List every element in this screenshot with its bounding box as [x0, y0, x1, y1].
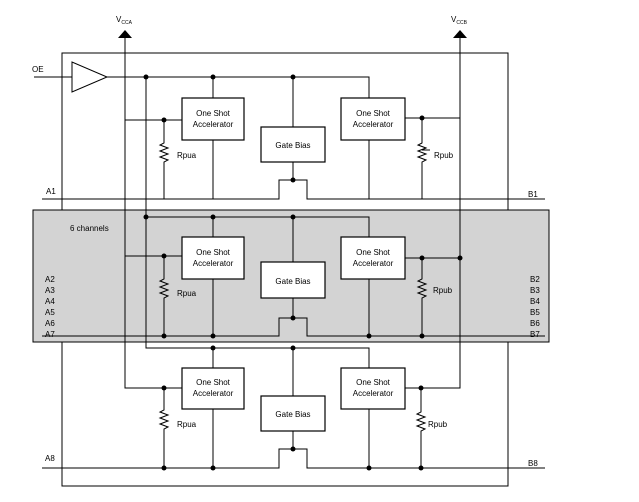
svg-text:Gate Bias: Gate Bias [275, 141, 310, 150]
svg-text:One Shot: One Shot [196, 248, 231, 257]
vccb-arrow-icon [453, 30, 467, 38]
junction-dots [143, 74, 463, 471]
port-a8: A8 [45, 454, 55, 463]
svg-text:One Shot: One Shot [196, 109, 231, 118]
oe-buffer-icon [71, 61, 109, 93]
svg-text:One Shot: One Shot [356, 109, 391, 118]
port-b6: B6 [530, 319, 540, 328]
svg-text:Rpua: Rpua [177, 151, 197, 160]
port-a3: A3 [45, 286, 55, 295]
port-b1: B1 [528, 190, 538, 199]
vccb-label: VCCB [451, 15, 468, 26]
svg-text:One Shot: One Shot [356, 248, 391, 257]
vcca-supply: VCCA [116, 15, 133, 38]
svg-text:One Shot: One Shot [196, 378, 231, 387]
six-channel-band [32, 209, 550, 343]
svg-text:Rpub: Rpub [434, 151, 454, 160]
channel1-signal-line [42, 179, 545, 200]
rpub-resistor-ch8 [415, 388, 427, 468]
one-shot-accelerator-b-ch8 [340, 367, 406, 410]
oe-bus [107, 76, 370, 98]
port-a5: A5 [45, 308, 55, 317]
rpua-resistor-ch2-7 [158, 256, 170, 336]
channels-label: 6 channels [70, 224, 109, 233]
port-b7: B7 [530, 330, 540, 339]
gate-bias-ch8 [260, 395, 326, 432]
port-a6: A6 [45, 319, 55, 328]
port-b5: B5 [530, 308, 540, 317]
rpua-resistor-ch8 [158, 388, 170, 468]
svg-text:Accelerator: Accelerator [193, 120, 234, 129]
oe-vertical-bus [145, 77, 370, 400]
port-a7: A7 [45, 330, 55, 339]
svg-text:One Shot: One Shot [356, 378, 391, 387]
rpub-resistor-ch1 [416, 118, 430, 199]
vcca-arrow-icon [118, 30, 132, 38]
svg-text:Rpua: Rpua [177, 420, 197, 429]
one-shot-accelerator-a-ch1 [181, 97, 245, 141]
one-shot-accelerator-a-ch2-7 [181, 236, 245, 280]
vccb-supply: VCCB [451, 15, 468, 38]
rpub-resistor-ch2-7 [416, 258, 428, 336]
one-shot-accelerator-b-ch1 [340, 97, 406, 141]
port-b8: B8 [528, 459, 538, 468]
port-b3: B3 [530, 286, 540, 295]
svg-text:Rpua: Rpua [177, 289, 197, 298]
port-b2: B2 [530, 275, 540, 284]
one-shot-accelerator-a-ch8 [181, 367, 245, 410]
channel8-signal-line [42, 448, 545, 469]
oe-label: OE [32, 65, 44, 74]
one-shot-accelerator-b-ch2-7 [340, 236, 406, 280]
svg-text:Accelerator: Accelerator [353, 120, 394, 129]
svg-text:Accelerator: Accelerator [353, 389, 394, 398]
port-a4: A4 [45, 297, 55, 306]
gate-bias-ch1 [260, 126, 326, 163]
vcca-label: VCCA [116, 15, 133, 26]
port-a1: A1 [46, 187, 56, 196]
port-a2: A2 [45, 275, 55, 284]
svg-text:Rpub: Rpub [433, 286, 453, 295]
svg-text:Gate Bias: Gate Bias [275, 277, 310, 286]
svg-text:Accelerator: Accelerator [353, 259, 394, 268]
svg-text:Accelerator: Accelerator [193, 389, 234, 398]
svg-text:Accelerator: Accelerator [193, 259, 234, 268]
rpua-resistor-ch1 [158, 120, 170, 199]
svg-text:Rpub: Rpub [428, 420, 448, 429]
svg-text:Gate Bias: Gate Bias [275, 410, 310, 419]
port-b4: B4 [530, 297, 540, 306]
